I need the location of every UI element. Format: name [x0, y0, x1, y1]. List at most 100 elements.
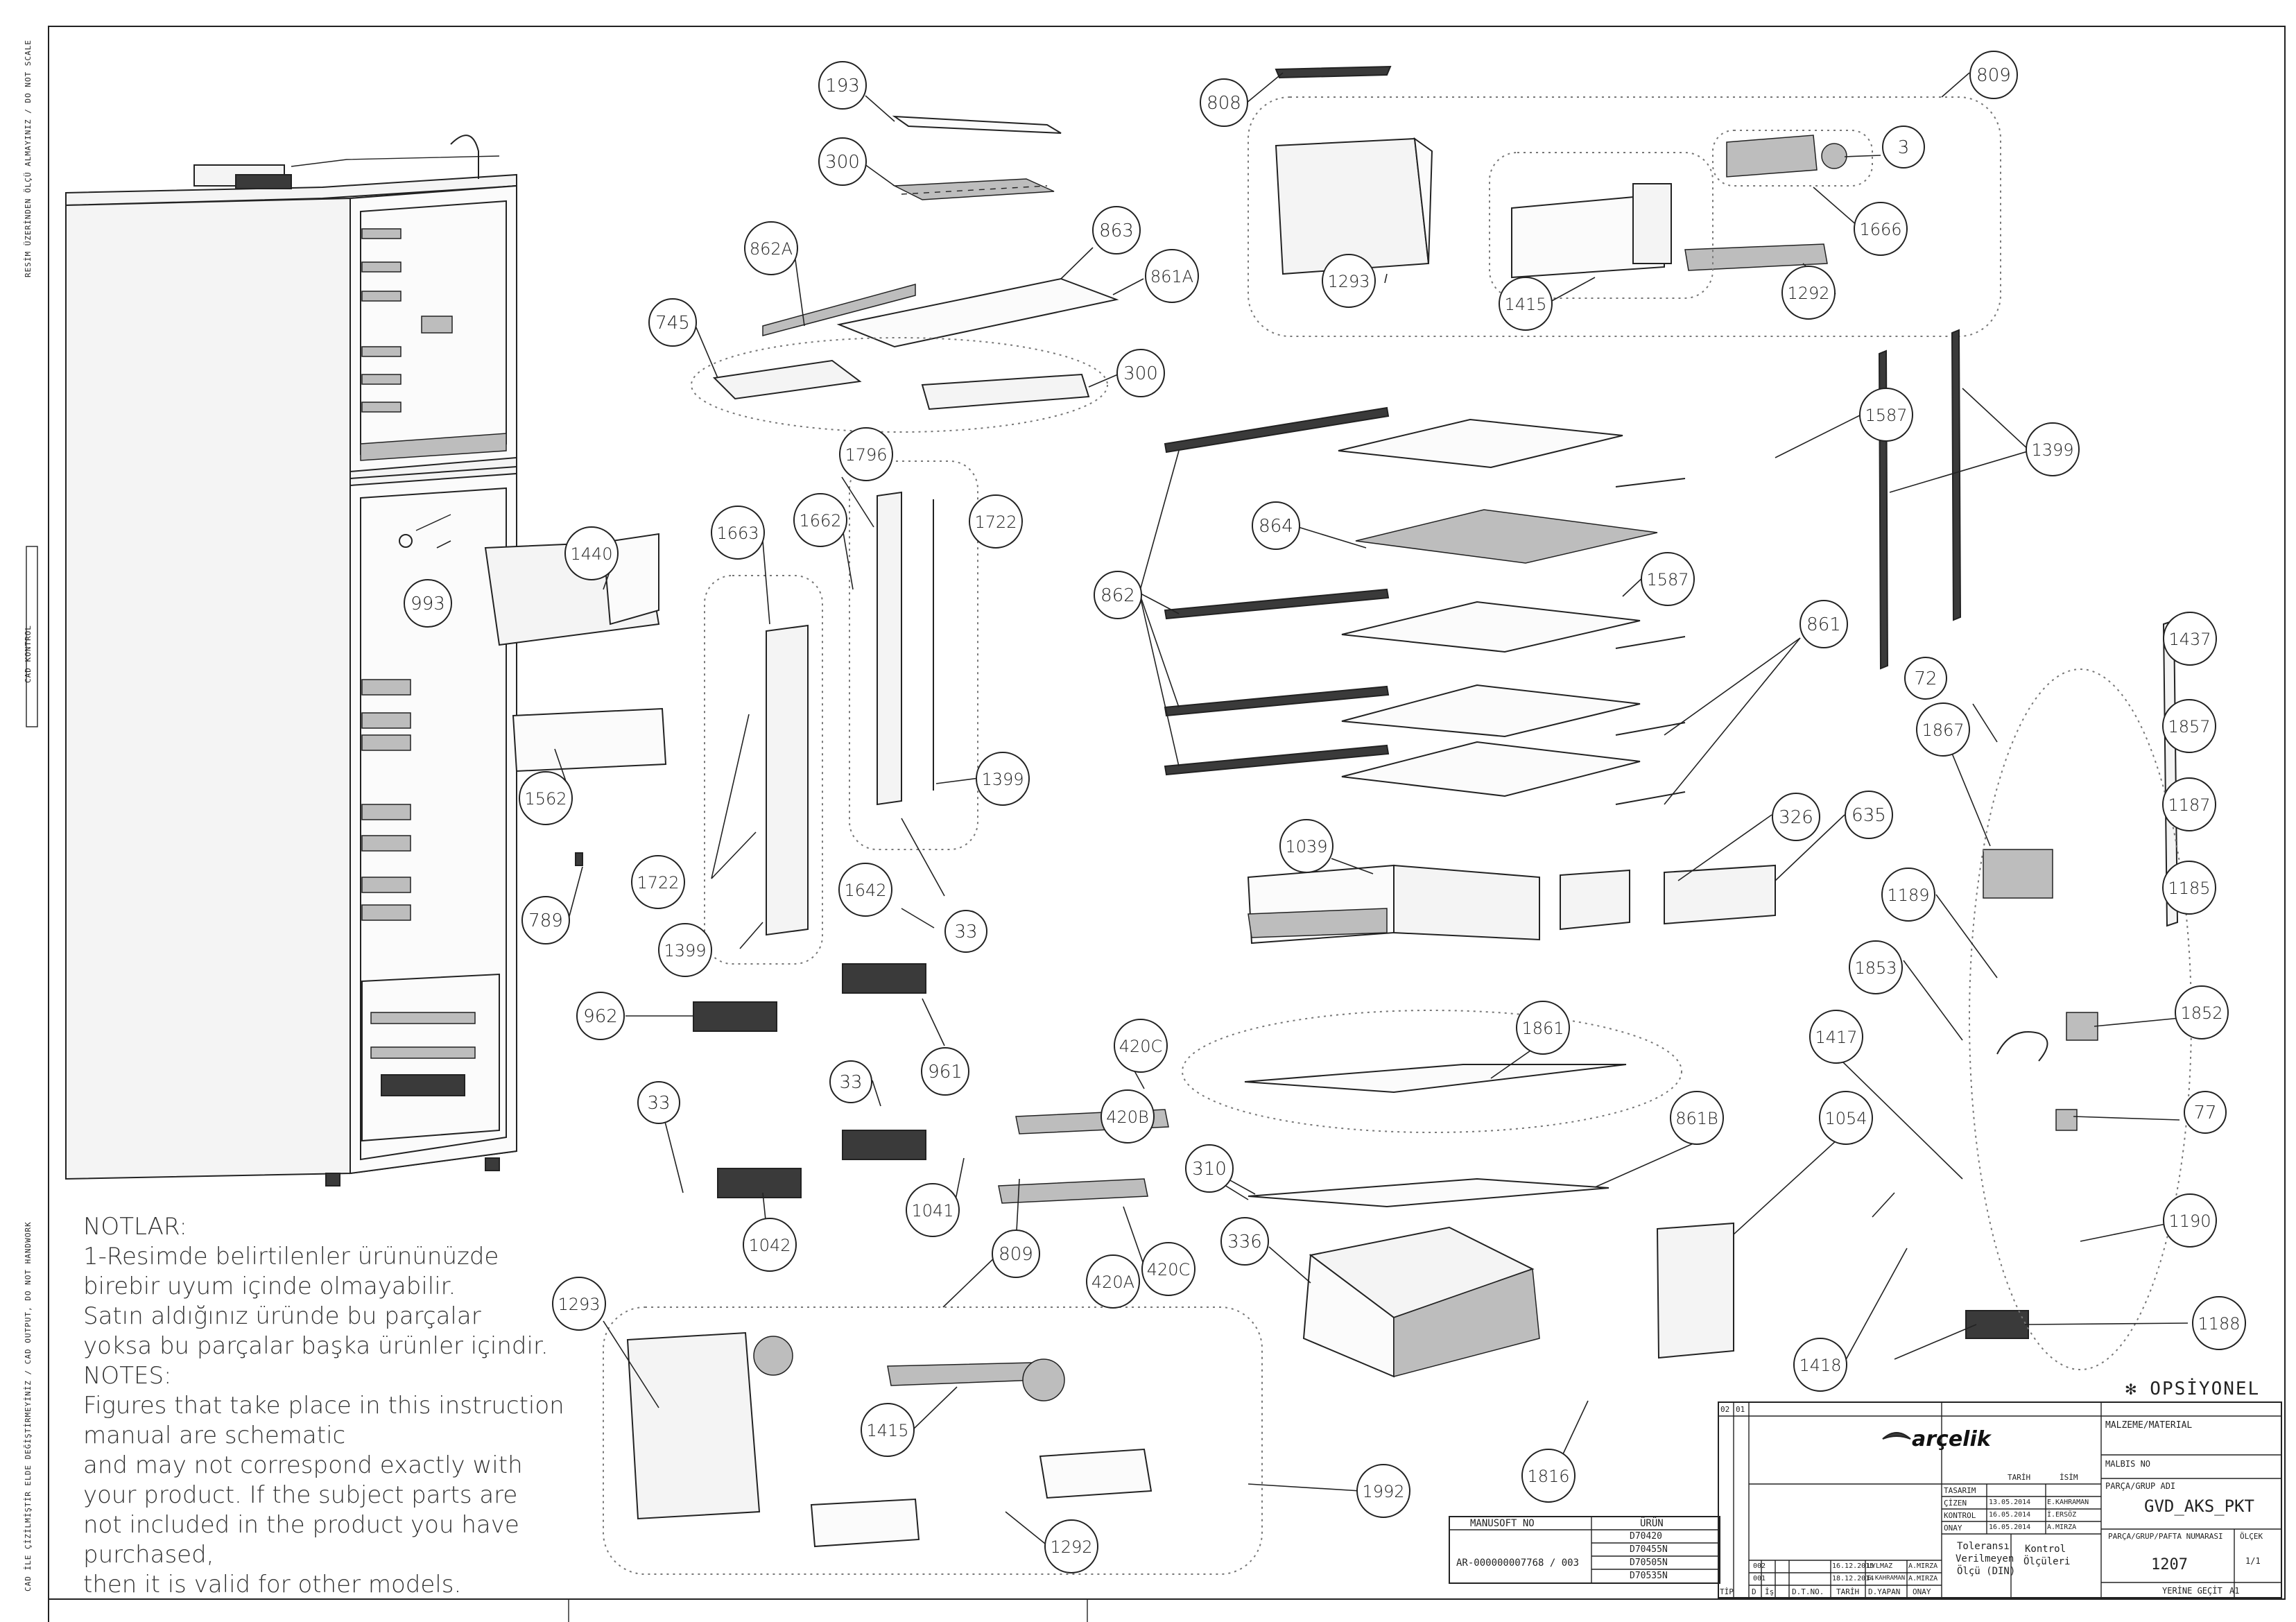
part-number-text: 420A — [1091, 1272, 1134, 1292]
part-bubble — [1781, 266, 1836, 320]
part-number-text: 1190 — [2168, 1211, 2211, 1231]
part-bubble — [648, 298, 697, 347]
part-label-1039: 1039 — [1279, 819, 1333, 873]
part-bubble — [1116, 349, 1165, 397]
part-bubble — [658, 923, 712, 977]
part-number-text: 77 — [2193, 1103, 2216, 1123]
scale-value: 1/1 — [2245, 1556, 2261, 1566]
revision-name: UYLMAZ — [1867, 1562, 1893, 1570]
part-number-text: 1722 — [637, 873, 679, 892]
part-label-310: 310 — [1185, 1144, 1234, 1193]
part-number-text: 961 — [928, 1062, 963, 1082]
part-number-text: 1187 — [2168, 795, 2210, 815]
note-line: 1-Resimde belirtilenler ürününüzde — [83, 1243, 499, 1270]
part-number-text: 1293 — [558, 1295, 600, 1314]
part-label-1293: 1293 — [1322, 254, 1376, 308]
part-label-1415: 1415 — [861, 1403, 915, 1457]
signoff-date: 13.05.2014 — [1989, 1499, 2031, 1506]
part-number-text: 862 — [1100, 585, 1135, 606]
part-bubble — [1322, 254, 1376, 308]
part-bubble — [1200, 78, 1248, 127]
part-label-1189: 1189 — [1881, 868, 1935, 922]
part-bubble — [1092, 206, 1141, 254]
part-label-861: 861 — [1799, 600, 1848, 648]
brand-logo: arçelik — [1912, 1427, 1991, 1451]
do-not-scale-note: RESİM ÜZERİNDEN ÖLÇÜ ALMAYINIZ / DO NOT … — [24, 39, 33, 277]
part-label-420C: 420C — [1141, 1242, 1196, 1296]
part-label-336: 336 — [1220, 1217, 1269, 1266]
part-label-635: 635 — [1845, 791, 1893, 839]
part-bubble — [1086, 1254, 1140, 1309]
part-bubble — [1516, 1001, 1570, 1055]
optional-legend: ✻ OPSİYONEL — [2125, 1379, 2261, 1399]
part-label-809: 809 — [1969, 51, 2018, 99]
signoff-role: ÇİZEN — [1944, 1499, 1967, 1508]
optional-outline — [691, 337, 1108, 433]
revision-approver: A.MIRZA — [1908, 1562, 1938, 1570]
part-number-text: 1857 — [2168, 717, 2210, 736]
part-number-text: 1418 — [1799, 1356, 1841, 1375]
part-label-1042: 1042 — [743, 1218, 797, 1272]
part-number-text: 72 — [1914, 668, 1937, 689]
revision-code: 002 — [1753, 1562, 1766, 1570]
part-number-text: 864 — [1259, 516, 1293, 537]
part-bubble — [1356, 1464, 1410, 1518]
part-number-text: 809 — [999, 1244, 1033, 1265]
part-bubble — [521, 896, 570, 944]
part-number-text: 1816 — [1527, 1467, 1569, 1486]
part-label-1796: 1796 — [839, 427, 893, 481]
part-number-text: 310 — [1192, 1159, 1227, 1180]
part-number-text: 336 — [1227, 1232, 1262, 1252]
part-number-text: 1861 — [1521, 1019, 1564, 1038]
part-bubble — [1916, 702, 1970, 757]
part-no-label: PARÇA/GRUP/PAFTA NUMARASI — [2108, 1532, 2223, 1541]
part-number-text: 1293 — [1327, 272, 1370, 291]
note-line: birebir uyum içinde olmayabilir. — [83, 1272, 456, 1300]
part-bubble — [976, 752, 1030, 806]
part-bubble — [829, 1060, 872, 1103]
part-bubble — [1881, 868, 1935, 922]
part-number-text: 962 — [583, 1006, 618, 1027]
part-label-861A: 861A — [1145, 249, 1199, 303]
part-label-1417: 1417 — [1809, 1010, 1863, 1064]
part-bubble — [743, 1218, 797, 1272]
note-line: then it is valid for other models. — [83, 1571, 462, 1598]
column-header: D — [1752, 1587, 1756, 1596]
note-line: and may not correspond exactly with — [83, 1451, 523, 1479]
part-number-text: 1663 — [716, 524, 759, 543]
part-label-1663: 1663 — [711, 506, 765, 560]
title-block — [1449, 1401, 2282, 1598]
part-number-text: 1042 — [748, 1236, 791, 1255]
urun-value: D70420 — [1630, 1531, 1662, 1542]
part-number-text: 1039 — [1285, 837, 1327, 856]
material-label: MALZEME/MATERIAL — [2105, 1420, 2193, 1431]
part-number-text: 1992 — [1362, 1482, 1404, 1501]
part-number-text: 861B — [1675, 1109, 1718, 1128]
part-label-961: 961 — [921, 1047, 969, 1096]
part-label-1562: 1562 — [519, 771, 573, 825]
column-header: TARİH — [1836, 1587, 1860, 1596]
part-label-1666: 1666 — [1854, 202, 1908, 256]
part-label-1041: 1041 — [906, 1183, 960, 1237]
part-bubble — [1145, 249, 1199, 303]
part-label-326: 326 — [1772, 793, 1820, 841]
signoff-role: ONAY — [1944, 1524, 1962, 1533]
part-number-text: 1437 — [2168, 630, 2211, 649]
part-bubble — [1969, 51, 2018, 99]
part-bubble — [1809, 1010, 1863, 1064]
group-name: GVD_AKS_PKT — [2144, 1496, 2254, 1516]
tolerance-text: Toleransı — [1957, 1541, 2010, 1552]
part-label-3: 3 — [1882, 126, 1925, 169]
part-bubble — [1499, 277, 1553, 331]
part-number-text: 1722 — [974, 512, 1017, 532]
part-label-1188: 1188 — [2192, 1296, 2246, 1350]
part-label-1642: 1642 — [838, 863, 892, 917]
part-bubble — [1904, 657, 1947, 700]
part-label-1861: 1861 — [1516, 1001, 1570, 1055]
part-bubble — [906, 1183, 960, 1237]
group-label: PARÇA/GRUP ADI — [2105, 1481, 2176, 1491]
part-number-text: 1562 — [524, 789, 567, 809]
malbis-label: MALBIS NO — [2105, 1459, 2151, 1469]
part-label-789: 789 — [521, 896, 570, 944]
